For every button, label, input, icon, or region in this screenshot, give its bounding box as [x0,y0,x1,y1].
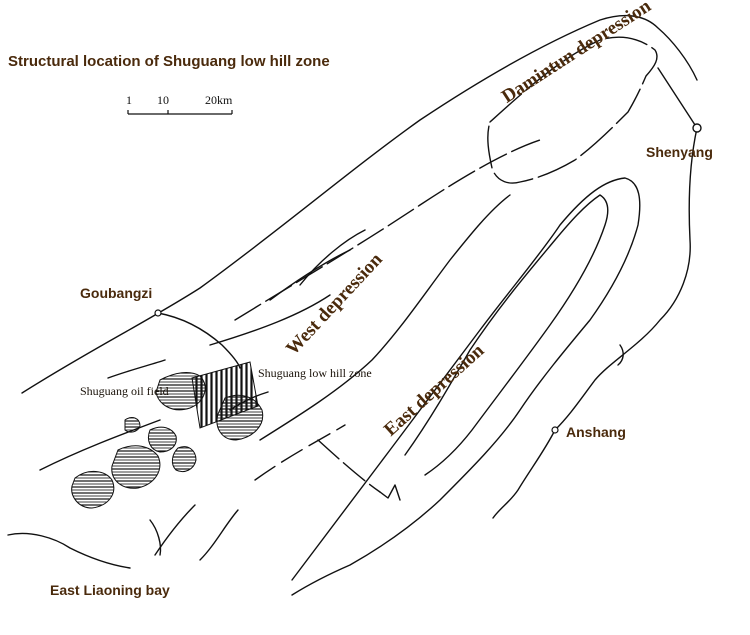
oil-field-patch-3 [111,445,161,489]
left-fault-1 [39,419,161,471]
scale-label-1: 1 [126,93,132,107]
south-divider-line [317,439,381,493]
shenyang-marker [692,123,702,133]
damintun-outline [487,36,658,184]
east-depression-outline-outer [291,177,641,596]
map-title: Structural location of Shuguang low hill… [8,53,330,70]
place-east-liaoning-bay: East Liaoning bay [50,582,170,598]
place-goubangzi: Goubangzi [80,285,153,301]
west-fault-line-4 [209,294,331,346]
coast-fragment-2 [199,509,239,561]
shenyang-connector-line [657,67,698,129]
central-fault-line [259,194,511,441]
small-arc-2 [617,344,624,366]
oil-field-patch-5 [147,426,177,453]
scale-label-20km: 20km [205,93,233,107]
scale-bar [127,110,233,115]
feature-shuguang-oil-field: Shuguang oil field [80,384,169,398]
place-shenyang: Shenyang [646,144,713,160]
south-divider-line-2 [379,484,401,501]
northwest-boundary-line [21,14,698,394]
feature-shuguang-low-hill-zone: Shuguang low hill zone [258,366,372,380]
goubangzi-marker [154,309,162,317]
oil-field-patch-4 [71,471,115,509]
goubangzi-connector-line [157,312,241,369]
place-anshang: Anshang [566,424,626,440]
coastline [7,532,131,569]
west-fault-line-1 [299,229,366,286]
anshang-marker [551,426,559,434]
oil-field-patch-7 [124,417,141,433]
east-boundary-line [554,127,698,431]
southeast-boundary-line [492,429,556,519]
scale-label-10: 10 [157,93,169,107]
east-depression-inner-line [404,194,609,476]
low-hill-zone-block [191,361,259,429]
left-fault-2 [107,359,166,379]
west-fault-line-3 [234,139,541,321]
central-dash-line [254,424,346,481]
coast-fragment-3 [149,519,162,556]
oil-field-patch-6 [171,446,197,473]
coast-fragment-1 [154,504,196,556]
